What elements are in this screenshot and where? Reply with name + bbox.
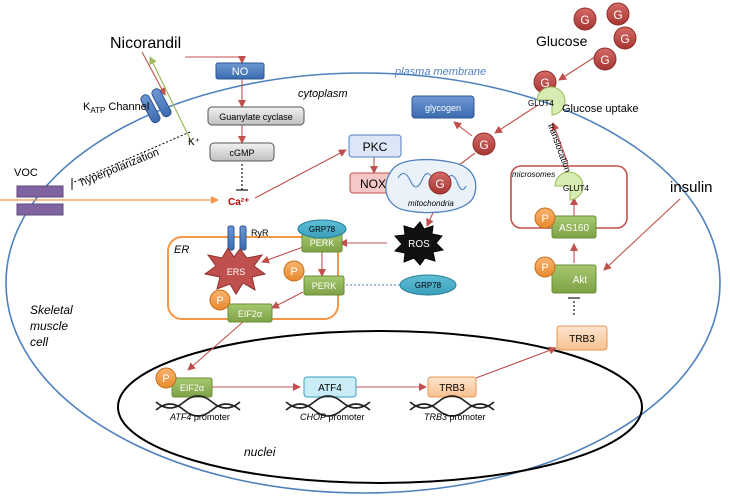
glycogen-box (411, 95, 475, 119)
microsomes-label: microsomes (512, 170, 555, 179)
trb3-cytoplasm-label: TRB3 (569, 334, 595, 345)
p-label-2: P (216, 295, 223, 307)
er-label: ER (174, 244, 189, 256)
katp-channel-icon (140, 88, 172, 124)
hyperpolarization-line (71, 131, 191, 184)
as160-box (551, 215, 597, 239)
voc-label: VOC (14, 167, 38, 179)
nox-label: NOX (360, 177, 386, 191)
trb3-nucleus-label: TRB3 (439, 383, 465, 394)
glut4-microsome-label: GLUT4 (563, 184, 589, 193)
dna-helices (155, 395, 495, 417)
ryr-channel-icon (227, 225, 247, 251)
g-label-7: G (435, 177, 444, 191)
ryr-label: RyR (251, 228, 269, 238)
ers-label: ERS (227, 267, 246, 277)
chop-promoter-label: CHOP promoter (300, 412, 365, 422)
atf4-label: ATF4 (318, 383, 342, 394)
calcium-label: Ca²⁺ (228, 197, 249, 208)
k-efflux-arrow (149, 56, 194, 146)
grp78-free (399, 274, 457, 296)
as160-label: AS160 (559, 223, 589, 234)
no-box (215, 62, 265, 80)
cell-membrane (5, 72, 721, 494)
g-label-3: G (620, 32, 629, 46)
nucleus (117, 330, 643, 484)
atf4-promoter-label: ATF4 promoter (169, 412, 230, 422)
ros-label: ROS (408, 239, 430, 250)
g-label-6: G (479, 138, 488, 152)
no-label: NO (232, 66, 249, 78)
akt-label: Akt (573, 275, 588, 286)
cell-label-line3: cell (30, 335, 48, 349)
trb3-box-cytoplasm (556, 325, 608, 351)
g-label-5: G (540, 76, 549, 90)
pkc-box (348, 134, 402, 158)
perk-bottom-label: PERK (312, 281, 337, 291)
eif2a-er-label: EIF2α (238, 309, 262, 319)
p-label-1: P (290, 266, 297, 278)
trb3-promoter-label: TRB3 promoter (424, 412, 486, 422)
glut4-microsome-icon (554, 171, 584, 201)
k-plus-label: K⁺ (188, 137, 200, 148)
guanylate-cyclase-label: Guanylate cyclase (219, 112, 293, 122)
p-label-3: P (541, 213, 548, 225)
p-label-5: P (162, 373, 169, 385)
glucose-label: Glucose (536, 33, 588, 49)
glucose-ball-cytoplasm (472, 132, 496, 156)
grp78-free-label: GRP78 (415, 281, 442, 290)
inhibition-lines (236, 164, 580, 315)
cytoplasm-label: cytoplasm (298, 88, 348, 100)
glucose-uptake-label: Glucose uptake (562, 103, 638, 115)
voc-channel-icon (16, 185, 64, 216)
akt-box (551, 264, 597, 294)
grp78-bound (297, 219, 347, 239)
guanylate-cyclase-box (207, 106, 305, 126)
cgmp-label: cGMP (229, 148, 254, 158)
trb3-box-nucleus (427, 376, 477, 398)
mitochondria-label: mitochondria (408, 199, 454, 208)
nicorandil-label: Nicorandil (110, 35, 181, 52)
hyperpolarization-label: hyperpolarization (79, 146, 161, 189)
phospho-circles (155, 207, 556, 389)
perk-top-label: PERK (310, 238, 335, 248)
cell-label-line2: muscle (30, 319, 68, 333)
g-label-4: G (600, 53, 609, 67)
plasma-membrane-label: plasma membrane (394, 66, 486, 78)
glucose-molecules (573, 2, 637, 71)
glut4-membrane-icon (536, 86, 566, 116)
atf4-box (303, 376, 357, 398)
eif2a-box-er (227, 303, 273, 323)
perk-box-bottom (303, 275, 345, 296)
pkc-label: PKC (363, 140, 388, 154)
glycogen-label: glycogen (425, 103, 461, 113)
cgmp-box (209, 142, 275, 162)
nuclei-label: nuclei (244, 445, 276, 459)
glut4-membrane-label: GLUT4 (528, 99, 554, 108)
g-label-1: G (580, 13, 589, 27)
g-label-2: G (613, 8, 622, 22)
eif2a-nucleus-label: EIF2α (180, 383, 204, 393)
p-label-4: P (541, 262, 548, 274)
insulin-label: insulin (670, 179, 713, 196)
grp78-bound-label: GRP78 (309, 225, 336, 234)
glucose-ball-mitochondria (428, 171, 452, 195)
ros-star (393, 221, 445, 266)
katp-channel-label: KATP Channel (83, 101, 149, 115)
cell-label-line1: Skeletal (30, 303, 73, 317)
ers-star (203, 247, 267, 295)
